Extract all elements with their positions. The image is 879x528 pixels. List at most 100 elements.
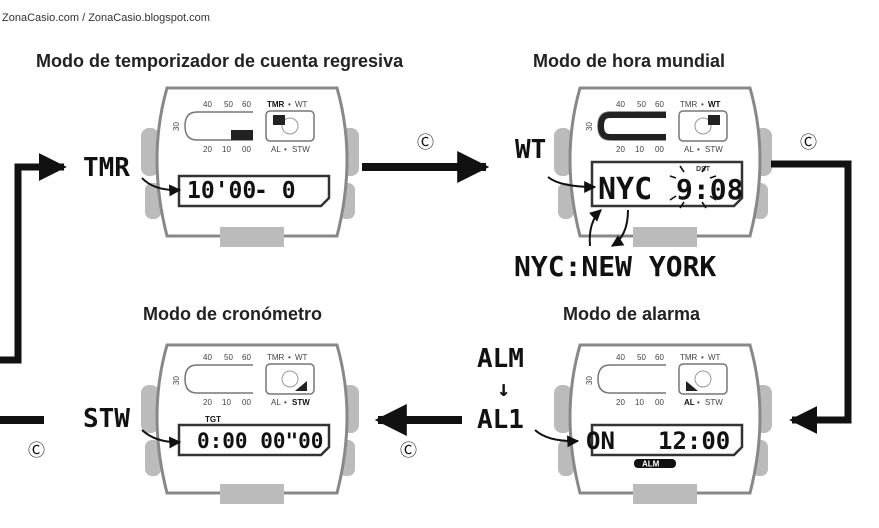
svg-text:40: 40 (203, 353, 212, 362)
svg-text:60: 60 (655, 100, 664, 109)
mode-indicator: TMR • WT AL • STW (678, 100, 728, 154)
mode-segment-wt (708, 115, 720, 125)
pointer-nyc-down (610, 209, 629, 247)
mode-segment-tmr (273, 115, 285, 125)
svg-text:WT: WT (295, 100, 308, 109)
watch-countdown: 40 50 60 30 20 10 00 TMR • WT AL • STW 1… (141, 86, 359, 247)
pointer-stw (141, 429, 182, 449)
mode-indicator: TMR • WT AL • STW (678, 353, 728, 407)
svg-text:ALM: ALM (642, 460, 660, 469)
watch-alarm: 40 50 60 30 20 10 00 TMR • WT AL • STW O… (554, 343, 772, 504)
flash-rays (669, 165, 717, 209)
watch-stopwatch: 40 50 60 30 20 10 00 TMR • WT AL • STW T… (141, 343, 359, 504)
svg-text:12:00: 12:00 (658, 427, 730, 455)
svg-text:TMR: TMR (267, 353, 285, 362)
svg-text:10: 10 (222, 398, 231, 407)
svg-text:•: • (697, 398, 700, 407)
svg-text:40: 40 (616, 100, 625, 109)
svg-text:•: • (288, 353, 291, 362)
pointer-tmr (141, 177, 182, 197)
svg-text:WT: WT (295, 353, 308, 362)
svg-text:30: 30 (585, 376, 594, 385)
lcd-screen: NYC DST 9:08 (590, 160, 743, 209)
svg-text:•: • (697, 145, 700, 154)
svg-text:00: 00 (242, 145, 251, 154)
watch-worldtime: 40 50 60 30 20 10 00 TMR • WT AL • STW N… (554, 86, 772, 247)
svg-text:30: 30 (172, 376, 181, 385)
title-worldtime: Modo de hora mundial (533, 51, 725, 71)
svg-text:60: 60 (655, 353, 664, 362)
label-nyc-full: NYC:NEW YORK (514, 250, 716, 283)
svg-text:AL: AL (271, 145, 281, 154)
svg-text:30: 30 (585, 122, 594, 131)
svg-text:20: 20 (203, 398, 212, 407)
svg-text:•: • (284, 398, 287, 407)
svg-text:50: 50 (224, 100, 233, 109)
label-arrow-down: ↓ (497, 377, 510, 402)
pointer-wt (547, 176, 597, 193)
svg-text:•: • (284, 145, 287, 154)
svg-text:WT: WT (708, 353, 721, 362)
svg-text:0:00 00"00: 0:00 00"00 (197, 429, 323, 453)
credit-text: ZonaCasio.com / ZonaCasio.blogspot.com (2, 12, 210, 24)
mode-segment-al (686, 381, 698, 391)
svg-text:•: • (701, 100, 704, 109)
level-bars (231, 130, 253, 140)
svg-text:40: 40 (616, 353, 625, 362)
label-al1: AL1 (477, 405, 524, 435)
svg-text:STW: STW (292, 398, 310, 407)
button-c-icon: Ⓒ (417, 133, 434, 152)
svg-text:60: 60 (242, 353, 251, 362)
flow-arrow-worldtime-to-alarm (771, 160, 852, 434)
svg-text:50: 50 (224, 353, 233, 362)
svg-text:AL: AL (271, 398, 281, 407)
subdial-scale: 40 50 60 30 20 10 00 (585, 100, 666, 154)
svg-text:10: 10 (635, 145, 644, 154)
lcd-screen: ON 12:00 ALM (586, 423, 744, 469)
button-c-icon: Ⓒ (28, 441, 45, 460)
label-tmr: TMR (83, 153, 130, 183)
pointer-al1 (534, 429, 580, 448)
svg-text:•: • (701, 353, 704, 362)
svg-text:20: 20 (203, 145, 212, 154)
button-c-icon: Ⓒ (800, 133, 817, 152)
label-wt: WT (515, 135, 546, 165)
svg-text:20: 20 (616, 145, 625, 154)
svg-text:00: 00 (242, 398, 251, 407)
svg-text:STW: STW (705, 398, 723, 407)
lcd-screen: TGT 0:00 00"00 (177, 415, 331, 457)
svg-text:TGT: TGT (205, 415, 221, 424)
svg-text:20: 20 (616, 398, 625, 407)
subdial-scale: 40 50 60 30 20 10 00 (172, 353, 253, 407)
label-stw: STW (83, 404, 130, 434)
svg-text:40: 40 (203, 100, 212, 109)
svg-text:00: 00 (655, 398, 664, 407)
label-alm: ALM (477, 344, 524, 374)
mode-segment-stw (295, 381, 307, 391)
svg-text:10: 10 (222, 145, 231, 154)
svg-text:9:08: 9:08 (676, 173, 743, 206)
svg-text:TMR: TMR (680, 100, 698, 109)
title-stopwatch: Modo de cronómetro (143, 304, 322, 324)
alm-badge (634, 459, 676, 468)
flow-arrow-loop-to-countdown (0, 153, 67, 364)
title-countdown: Modo de temporizador de cuenta regresiva (36, 51, 404, 71)
svg-text:60: 60 (242, 100, 251, 109)
lcd-screen: 10'00 - 0 (177, 174, 331, 208)
svg-text:STW: STW (292, 145, 310, 154)
svg-text:50: 50 (637, 353, 646, 362)
title-alarm: Modo de alarma (563, 304, 701, 324)
svg-text:TMR: TMR (267, 100, 285, 109)
subdial-scale: 40 50 60 30 20 10 00 (172, 100, 253, 154)
button-c-icon: Ⓒ (400, 441, 417, 460)
svg-text:00: 00 (655, 145, 664, 154)
subdial-scale: 40 50 60 30 20 10 00 (585, 353, 666, 407)
svg-text:ON: ON (586, 427, 615, 455)
svg-text:•: • (288, 100, 291, 109)
svg-text:30: 30 (172, 122, 181, 131)
level-bars (597, 112, 666, 140)
mode-indicator: TMR • WT AL • STW (265, 100, 315, 154)
svg-text:AL: AL (684, 145, 694, 154)
svg-text:STW: STW (705, 145, 723, 154)
